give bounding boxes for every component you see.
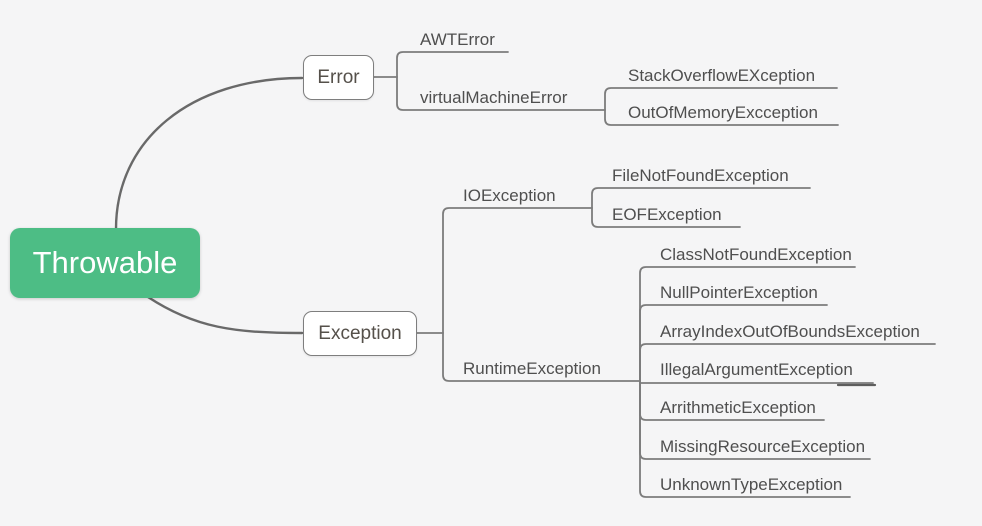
node-nullpointerexception[interactable]: NullPointerException bbox=[660, 283, 818, 302]
node-throwable[interactable]: Throwable bbox=[10, 228, 200, 298]
edge-root-to-exception bbox=[146, 295, 304, 335]
node-arrithmeticexception[interactable]: ArrithmeticException bbox=[660, 398, 816, 417]
edge-ioexception bbox=[442, 207, 593, 334]
edge-awterror bbox=[396, 51, 509, 78]
node-filenotfoundexception[interactable]: FileNotFoundException bbox=[612, 166, 789, 185]
node-outofmemoryexception[interactable]: OutOfMemoryExcception bbox=[628, 103, 818, 122]
node-virtualmachineerror[interactable]: virtualMachineError bbox=[420, 88, 568, 107]
node-stackoverflowexception[interactable]: StackOverflowEXception bbox=[628, 66, 816, 85]
node-unknowntypeexception[interactable]: UnknownTypeException bbox=[660, 475, 843, 494]
node-classnotfoundexception[interactable]: ClassNotFoundException bbox=[660, 245, 852, 264]
node-illegalargumentexception[interactable]: IllegalArgumentException bbox=[660, 360, 853, 379]
node-awterror[interactable]: AWTError bbox=[420, 30, 495, 49]
node-runtimeexception[interactable]: RuntimeException bbox=[463, 359, 601, 378]
edge-root-to-error bbox=[114, 76, 304, 231]
node-exception[interactable]: Exception bbox=[303, 311, 417, 356]
node-ioexception[interactable]: IOException bbox=[463, 186, 556, 205]
node-arrayindexoutofboundsexception[interactable]: ArrayIndexOutOfBoundsException bbox=[660, 322, 920, 341]
node-error[interactable]: Error bbox=[303, 55, 374, 100]
node-eofexception[interactable]: EOFException bbox=[612, 205, 722, 224]
node-missingresourceexception[interactable]: MissingResourceException bbox=[660, 437, 866, 456]
